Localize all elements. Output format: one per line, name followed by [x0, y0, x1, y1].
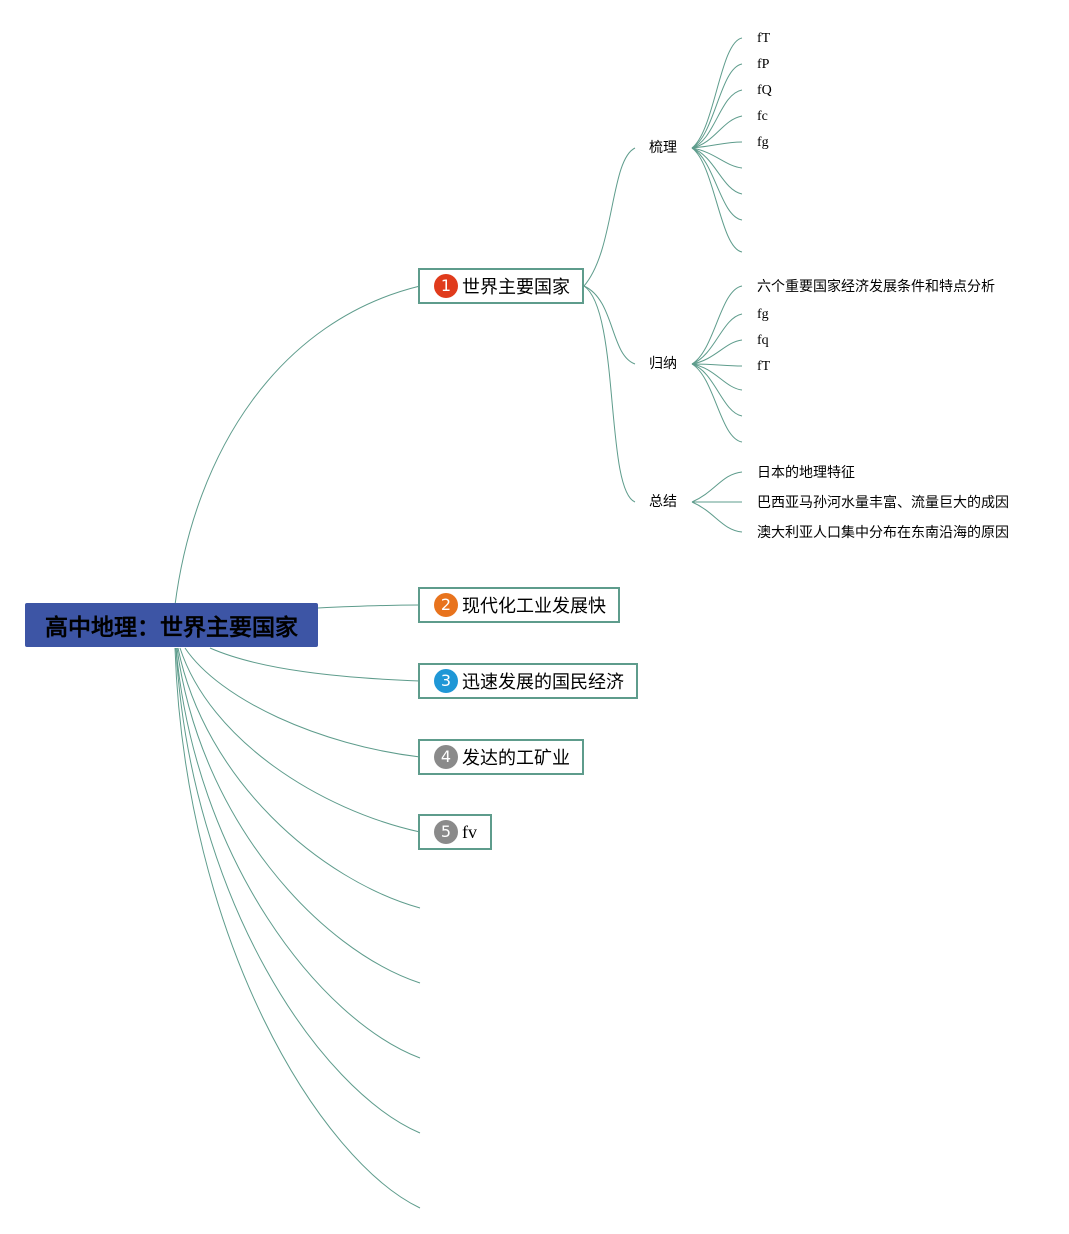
- branch-3-number-badge: 3: [434, 669, 458, 693]
- edge-root-empty-1: [177, 647, 421, 909]
- edge-root-empty-3: [175, 647, 421, 1059]
- branch-2-label: 现代化工业发展快: [462, 596, 606, 617]
- branch-1-label: 世界主要国家: [462, 277, 570, 298]
- leaf-zongjie-2[interactable]: 巴西亚马孙河水量丰富、流量巨大的成因: [757, 495, 1009, 511]
- root-topic[interactable]: 高中地理：世界主要国家: [25, 603, 318, 647]
- edge-root-branch-1: [174, 285, 421, 606]
- leaf-guina-3[interactable]: fq: [757, 333, 769, 348]
- leaf-shuli-5[interactable]: fg: [757, 135, 769, 150]
- branch-4-number-badge: 4: [434, 745, 458, 769]
- branch-5-number-badge: 5: [434, 820, 458, 844]
- branch-1-number-badge: 1: [434, 274, 458, 298]
- leaf-guina-2[interactable]: fg: [757, 307, 769, 322]
- root-topic-label: 高中地理：世界主要国家: [45, 615, 298, 641]
- edge-branch1-guina: [583, 285, 636, 365]
- subtopic-zongjie[interactable]: 总结: [649, 494, 677, 510]
- edge-root-branch-2: [317, 604, 421, 609]
- edge-root-branch-5: [179, 647, 421, 833]
- leaf-guina-4[interactable]: fT: [757, 359, 771, 374]
- branch-3[interactable]: 3 迅速发展的国民经济: [418, 663, 638, 699]
- edge-root-empty-2: [176, 647, 421, 984]
- branch-5-label: fv: [462, 821, 477, 842]
- leaf-guina-1[interactable]: 六个重要国家经济发展条件和特点分析: [757, 279, 995, 295]
- leaf-zongjie-1[interactable]: 日本的地理特征: [757, 465, 855, 481]
- leaf-zongjie-3[interactable]: 澳大利亚人口集中分布在东南沿海的原因: [757, 525, 1009, 541]
- subtopic-guina[interactable]: 归纳: [649, 356, 677, 372]
- edge-root-empty-4: [175, 647, 421, 1134]
- edge-branch1-shuli: [583, 147, 636, 287]
- branch-4[interactable]: 4 发达的工矿业: [418, 739, 584, 775]
- leaf-shuli-1[interactable]: fT: [757, 31, 771, 46]
- edge-branch1-zongjie: [583, 285, 636, 503]
- branch-4-label: 发达的工矿业: [462, 748, 570, 769]
- leaf-shuli-3[interactable]: fQ: [757, 83, 772, 98]
- branch-2-number-badge: 2: [434, 593, 458, 617]
- edge-root-branch-4: [184, 647, 421, 758]
- subtopic-shuli[interactable]: 梳理: [649, 140, 677, 156]
- branch-5[interactable]: 5 fv: [418, 814, 492, 850]
- edge-root-branch-3: [209, 647, 421, 682]
- branch-3-label: 迅速发展的国民经济: [462, 672, 624, 693]
- edge-root-empty-5: [174, 647, 421, 1209]
- leaf-shuli-2[interactable]: fP: [757, 57, 770, 72]
- branch-1[interactable]: 1 世界主要国家: [418, 268, 584, 304]
- branch-2[interactable]: 2 现代化工业发展快: [418, 587, 620, 623]
- leaf-shuli-4[interactable]: fc: [757, 109, 768, 124]
